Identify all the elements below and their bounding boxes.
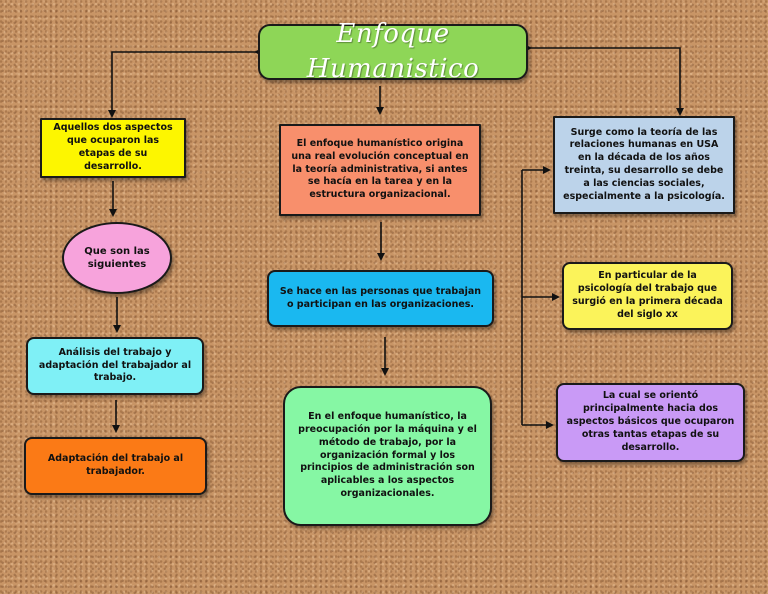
node-preocupacion: En el enfoque humanístico, la preocupaci…	[283, 386, 492, 526]
node-analisis-trabajo: Análisis del trabajo y adaptación del tr…	[26, 337, 204, 395]
connector-title-to-right	[524, 44, 684, 116]
node-psicologia-trabajo: En particular de la psicología del traba…	[562, 262, 733, 330]
node-adaptacion-trabajo: Adaptación del trabajo al trabajador.	[24, 437, 207, 495]
node-aspectos: Aquellos dos aspectos que ocuparon las e…	[40, 118, 186, 178]
node-personas: Se hace en las personas que trabajan o p…	[267, 270, 494, 327]
map-title: Enfoque Humanistico	[258, 19, 528, 84]
node-que-son: Que son las siguientes	[62, 222, 172, 294]
node-evolucion-conceptual: El enfoque humanístico origina una real …	[279, 124, 481, 216]
connector-title-to-left	[108, 48, 262, 118]
node-aspectos-basicos: La cual se orientó principalmente hacia …	[556, 383, 745, 462]
node-surge-teoria: Surge como la teoría de las relaciones h…	[553, 116, 735, 214]
